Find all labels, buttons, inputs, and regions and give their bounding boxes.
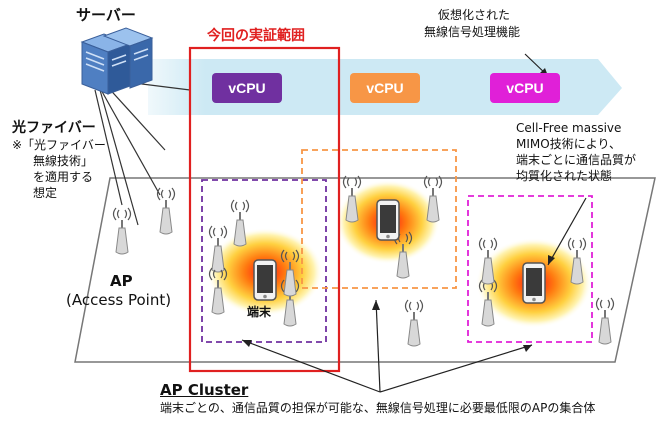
fiber-label: 光ファイバー: [12, 120, 96, 136]
ap-cluster-magenta: [467, 195, 593, 343]
cluster-description: 端末ごとの、通信品質の担保が可能な、無線信号処理に必要最低限のAPの集合体: [160, 401, 596, 415]
fiber-note-2: 無線技術」: [33, 154, 94, 168]
fiber-note-3: を適用する: [33, 170, 94, 184]
floor-area: [74, 177, 656, 363]
cell-free-line-1: Cell-Free massive: [516, 121, 622, 135]
cell-free-line-4: 均質化された状態: [516, 169, 613, 183]
fiber-note-1: ※「光ファイバー: [12, 138, 106, 152]
ap-cluster-purple: [201, 179, 327, 343]
vcpu-badge-magenta: vCPU: [490, 73, 560, 103]
virtualized-line-1: 仮想化された: [438, 8, 511, 22]
fiber-lines: [94, 79, 191, 226]
vcpu-badge-purple: vCPU: [212, 73, 282, 103]
terminal-phone-1: [253, 259, 277, 301]
server-label: サーバー: [76, 6, 136, 24]
server-icon: [80, 27, 154, 95]
vcpu-badge-orange: vCPU: [350, 73, 420, 103]
scope-box: [188, 46, 341, 373]
cluster-title: AP Cluster: [160, 381, 249, 399]
arrows: [241, 53, 587, 393]
ap-subtitle: (Access Point): [66, 291, 172, 309]
ap-cluster-orange: [301, 149, 457, 289]
fiber-note-4: 想定: [33, 186, 58, 200]
virtualized-line-2: 無線信号処理機能: [424, 25, 521, 39]
terminal-label: 端末: [247, 305, 272, 319]
cell-free-line-2: MIMO技術により、: [516, 137, 621, 151]
scope-label: 今回の実証範囲: [207, 28, 305, 44]
cell-free-line-3: 端末ごとに通信品質が: [516, 153, 637, 167]
ap-title: AP: [110, 272, 133, 290]
terminal-phone-3: [522, 262, 546, 304]
terminal-phone-2: [376, 199, 400, 241]
